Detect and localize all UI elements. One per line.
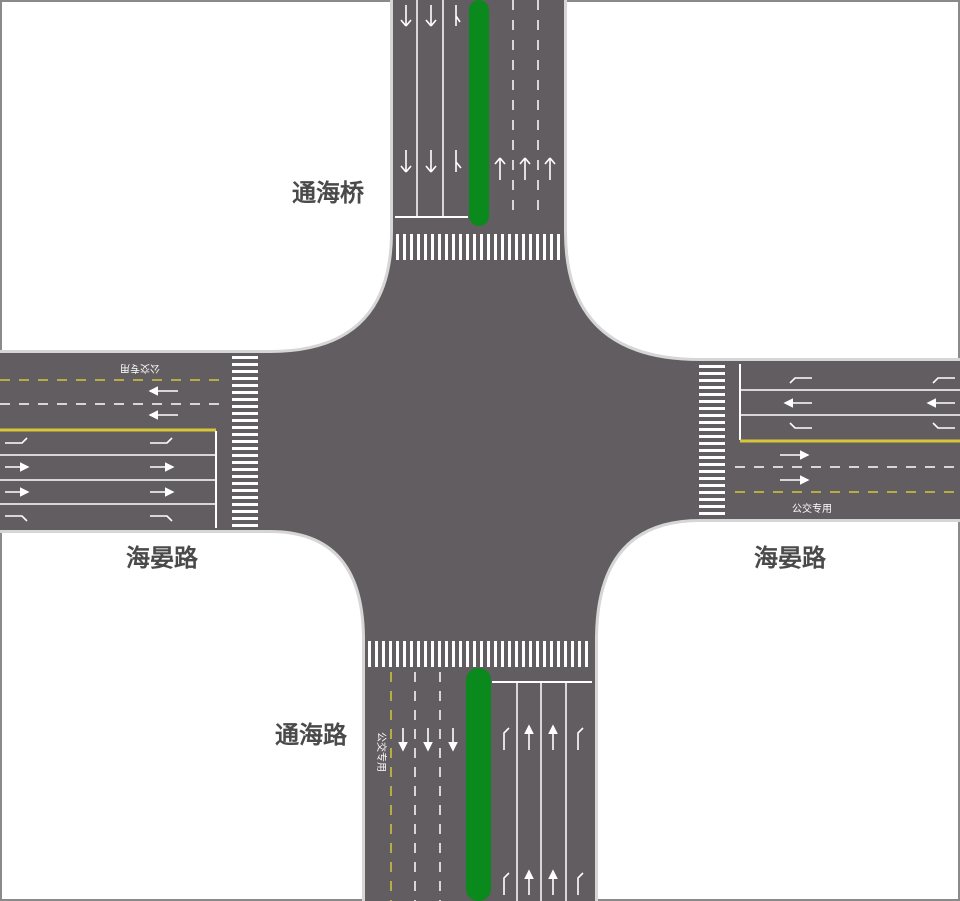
- arrow-icon: [425, 150, 437, 173]
- arrow-icon: [932, 377, 955, 384]
- arrow-icon: [544, 157, 556, 180]
- arrow-icon: [932, 422, 955, 429]
- arrow-icon: [789, 422, 812, 429]
- arrow-icon: [150, 515, 173, 522]
- arrow-icon: [503, 872, 510, 895]
- west-bus-lane-text: 公交专用: [120, 362, 160, 375]
- arrow-icon: [519, 157, 531, 180]
- road-label-north: 通海桥: [292, 179, 365, 207]
- arrow-icon: [400, 150, 412, 173]
- arrow-icon: [494, 157, 506, 180]
- arrow-icon: [400, 5, 412, 27]
- south-bus-lane-text: 公交专用: [375, 732, 388, 772]
- north-arm-markings: [395, 0, 562, 260]
- arrow-icon: [577, 872, 584, 895]
- arrow-icon: [789, 377, 812, 384]
- west-arm-markings: 公交专用: [0, 356, 258, 528]
- road-label-south: 通海路: [275, 721, 348, 749]
- arrow-icon: [455, 150, 462, 172]
- east-arm-markings: 公交专用: [699, 364, 960, 516]
- arrow-icon: [5, 437, 28, 444]
- south-median: [466, 668, 491, 901]
- arrow-icon: [5, 515, 28, 522]
- east-bus-lane-text: 公交专用: [792, 502, 832, 515]
- road-label-east: 海晏路: [754, 544, 827, 572]
- arrow-icon: [425, 5, 437, 27]
- arrow-icon: [150, 437, 173, 444]
- south-arm-markings: 公交专用: [368, 641, 592, 901]
- arrow-icon: [503, 727, 510, 750]
- arrow-icon: [577, 727, 584, 750]
- north-median: [469, 0, 489, 226]
- road-label-west: 海晏路: [126, 544, 199, 572]
- arrow-icon: [455, 5, 461, 26]
